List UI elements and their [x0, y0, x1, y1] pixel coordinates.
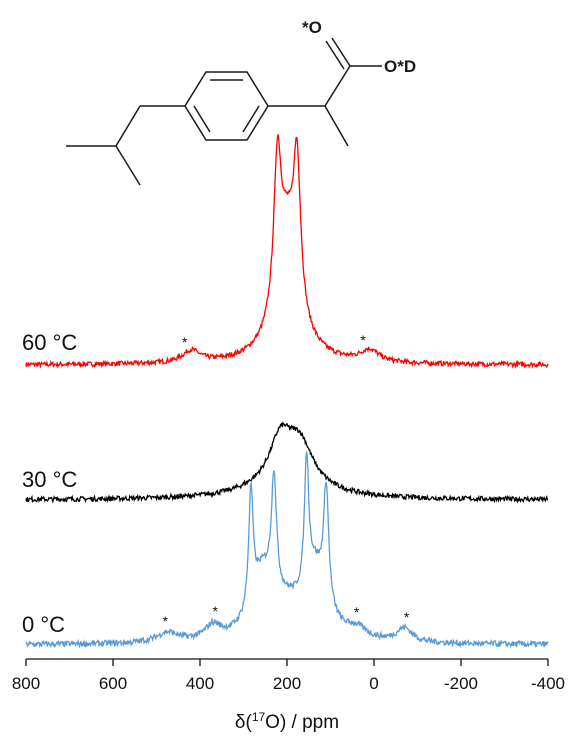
spectrum-line: [25, 421, 548, 504]
ring-inner-bond: [242, 105, 260, 133]
ring-inner-bond: [193, 105, 211, 133]
sideband-marker: *: [162, 613, 168, 629]
spectrum-line: [25, 451, 549, 649]
atom-hydroxyl-oxygen: O*D: [384, 57, 416, 76]
x-tick-label: 0: [369, 674, 378, 693]
x-axis-label-suffix: O) / ppm: [265, 712, 339, 733]
x-tick-label: 600: [99, 674, 127, 693]
sideband-marker: *: [404, 609, 410, 625]
x-axis-label: δ(17O) / ppm: [235, 710, 339, 733]
carbonyl-bond: [331, 37, 351, 67]
x-tick-label: 800: [12, 674, 40, 693]
x-axis-label-superscript: 17: [252, 710, 266, 724]
x-tick-label: -200: [444, 674, 478, 693]
temperature-labels: 60 °C 30 °C 0 °C: [22, 330, 77, 637]
x-tick-label: 400: [186, 674, 214, 693]
atom-carbonyl-oxygen: *O: [302, 18, 322, 37]
molecule-structure: [66, 37, 382, 186]
x-tick-label: 200: [273, 674, 301, 693]
temperature-label: 0 °C: [22, 612, 65, 637]
benzene-ring: [184, 71, 269, 141]
carbonyl-bond: [325, 40, 345, 70]
x-axis-label-prefix: δ(: [235, 712, 253, 733]
sideband-marker: *: [212, 603, 218, 619]
temperature-label: 30 °C: [22, 467, 77, 492]
x-ticks: 800 600 400 200 0 -200 -400: [12, 659, 565, 693]
bond: [115, 105, 141, 147]
x-axis: 800 600 400 200 0 -200 -400 δ(17O) / ppm: [12, 658, 565, 733]
bond: [324, 65, 351, 107]
bond: [324, 105, 349, 147]
sideband-marker: *: [354, 604, 360, 620]
spectrum-line: [25, 134, 549, 370]
sideband-markers: * * * * * *: [162, 332, 409, 629]
spectra: [25, 134, 549, 649]
bond: [115, 145, 141, 186]
sideband-marker: *: [182, 334, 188, 350]
temperature-label: 60 °C: [22, 330, 77, 355]
sideband-marker: *: [360, 332, 366, 348]
x-tick-label: -400: [531, 674, 565, 693]
